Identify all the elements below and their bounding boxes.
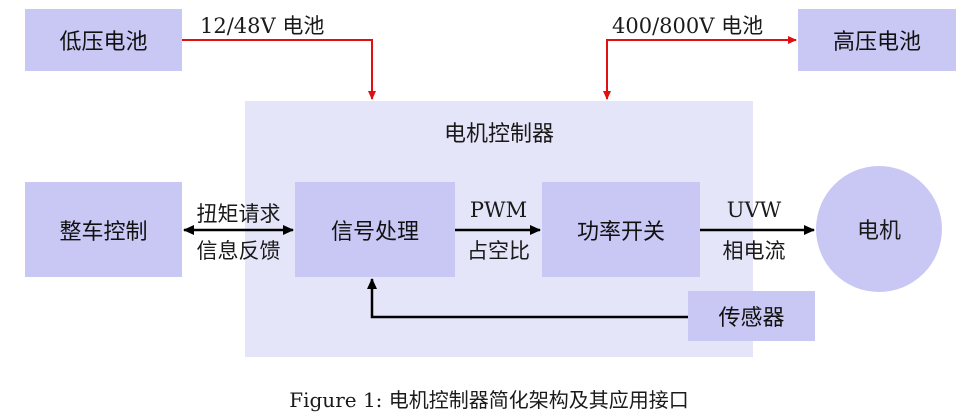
high-voltage-link-label: 400/800V 电池	[612, 14, 764, 38]
low-voltage-battery-box: 低压电池	[25, 9, 182, 71]
high-voltage-battery-label: 高压电池	[832, 30, 921, 55]
high-voltage-battery-box: 高压电池	[798, 9, 956, 71]
vehicle-control-label: 整车控制	[59, 219, 148, 245]
sensor-label: 传感器	[718, 306, 785, 331]
motor-label: 电机	[856, 219, 901, 244]
vehicle-control-box: 整车控制	[25, 182, 182, 277]
signal-processing-label: 信号处理	[330, 219, 419, 245]
vcu-link-label-top: 扭矩请求	[196, 202, 281, 226]
motor-link-label-top: UVW	[726, 198, 782, 222]
signal-link-label-bottom: 占空比	[467, 239, 530, 263]
high-voltage-power-arrow-up	[606, 36, 797, 99]
low-voltage-link-label: 12/48V 电池	[200, 14, 325, 38]
sensor-feedback-arrow	[367, 278, 688, 319]
motor-circle: 电机	[816, 166, 942, 292]
power-switch-box: 功率开关	[542, 182, 700, 277]
power-switch-label: 功率开关	[576, 219, 665, 245]
signal-processing-box: 信号处理	[295, 182, 455, 277]
motor-controller-title: 电机控制器	[443, 122, 554, 147]
low-voltage-power-arrow	[182, 39, 376, 100]
motor-link-label-bottom: 相电流	[722, 239, 786, 263]
figure-caption: Figure 1: 电机控制器简化架构及其应用接口	[289, 388, 689, 412]
sensor-box: 传感器	[688, 291, 815, 341]
low-voltage-battery-label: 低压电池	[59, 30, 148, 55]
signal-link-label-top: PWM	[469, 198, 528, 222]
vcu-link-label-bottom: 信息反馈	[196, 239, 281, 263]
